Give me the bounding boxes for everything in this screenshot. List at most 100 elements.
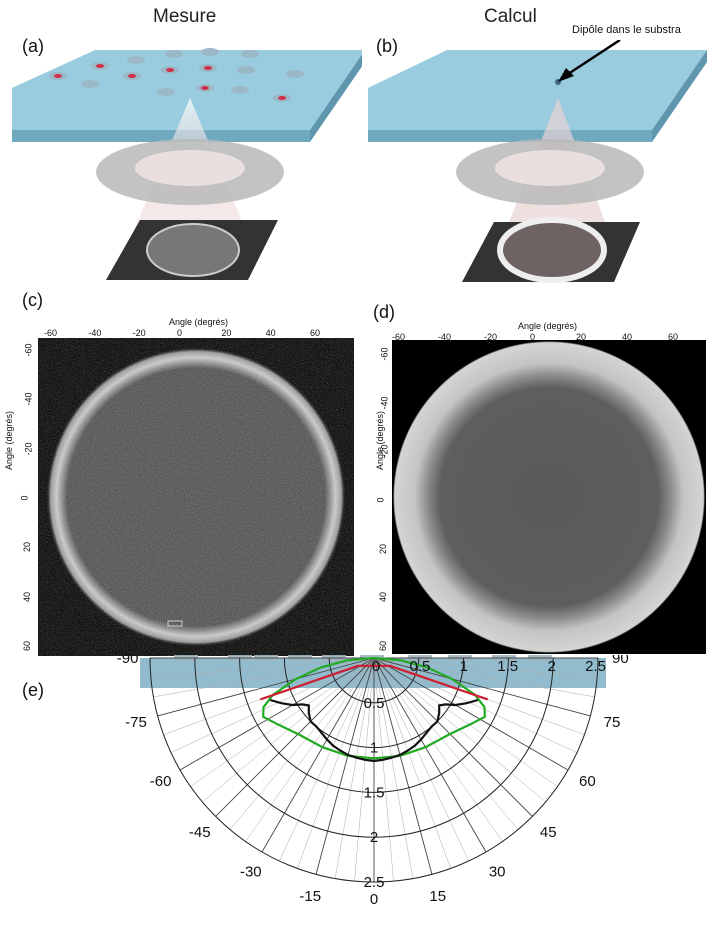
polar-spoke — [373, 657, 451, 869]
measured-image — [38, 338, 354, 656]
c-x-tick: 0 — [177, 328, 183, 338]
d-x-axis-label: Angle (degrés) — [518, 321, 578, 331]
polar-spoke — [373, 657, 503, 842]
panel-label-c: (c) — [22, 290, 43, 310]
polar-spoke — [150, 657, 375, 678]
polar-spoke — [334, 657, 375, 879]
substrate-slab — [368, 50, 707, 130]
c-y-tick: 0 — [19, 495, 30, 501]
c-x-axis-label: Angle (degrés) — [169, 317, 229, 327]
radial-tick-top: 2 — [547, 658, 555, 675]
polar-spoke — [229, 657, 375, 830]
polar-spoke — [373, 657, 578, 753]
polar-spoke — [215, 657, 375, 817]
panel-label-b: (b) — [376, 36, 398, 56]
panel-label-d: (d) — [373, 302, 395, 322]
nanoparticles — [49, 48, 304, 102]
c-y-tick: 20 — [22, 542, 33, 553]
radial-tick-top: 0.5 — [409, 658, 430, 675]
c-y-tick: 60 — [22, 640, 33, 652]
annotation-arrow — [561, 40, 621, 80]
panel-label-a: (a) — [22, 36, 44, 56]
d-y-tick: 20 — [378, 543, 389, 554]
dipole-annotation: Dipôle dans le substra — [572, 24, 681, 36]
d-y-tick: 0 — [375, 497, 386, 503]
detector-pattern — [497, 217, 607, 283]
angle-label-right: 45 — [540, 824, 557, 841]
c-x-tick: -20 — [132, 328, 146, 338]
polar-spoke — [373, 657, 469, 862]
polar-spoke — [170, 657, 375, 753]
polar-spoke — [373, 657, 433, 875]
d-x-tick: 0 — [530, 332, 536, 342]
c-y-axis-label: Angle (degrés) — [4, 410, 14, 470]
d-x-tick: -20 — [484, 332, 498, 342]
setup-illustration-b — [368, 40, 707, 283]
d-y-tick: -20 — [379, 444, 390, 458]
angle-label-left: -90 — [117, 655, 139, 667]
d-x-tick: 20 — [576, 332, 587, 342]
polar-spoke — [373, 657, 487, 853]
angle-label-left: -60 — [150, 773, 172, 790]
setup-illustration-a — [12, 48, 362, 280]
c-y-tick: -60 — [23, 343, 34, 357]
polar-spoke — [179, 657, 375, 771]
substrate-edge — [368, 130, 652, 142]
angle-label-left: -30 — [240, 863, 262, 880]
d-x-tick: 60 — [668, 332, 679, 342]
polar-spoke — [157, 657, 375, 717]
polar-spoke — [373, 657, 414, 879]
substrate-slab — [12, 50, 362, 130]
title-calcul: Calcul — [484, 6, 537, 27]
radial-tick-center: 2 — [370, 829, 378, 846]
c-y-tick: -40 — [23, 392, 34, 406]
polar-spoke — [190, 657, 375, 787]
title-mesure: Mesure — [153, 6, 217, 27]
radial-tick-top: 1.5 — [497, 658, 518, 675]
polar-spoke — [373, 657, 558, 787]
polar-spoke — [245, 657, 375, 842]
d-x-tick: 40 — [622, 332, 633, 342]
angle-label-right: 75 — [604, 714, 621, 731]
polar-spoke — [373, 657, 598, 678]
d-x-tick: -40 — [438, 332, 452, 342]
series-black — [269, 698, 479, 763]
radial-tick-center: 1 — [370, 740, 378, 757]
radial-tick-center: 2.5 — [364, 874, 385, 891]
polar-spoke — [373, 657, 595, 698]
c-y-tick: 40 — [22, 591, 33, 602]
c-x-tick: 60 — [310, 328, 321, 338]
polar-ring — [328, 657, 420, 704]
polar-ring — [149, 657, 599, 883]
angle-label-right: 90 — [612, 655, 629, 667]
c-x-tick: 40 — [265, 328, 276, 338]
polar-spoke — [373, 657, 569, 771]
radial-tick-top: 0 — [372, 658, 380, 675]
polar-spoke — [297, 657, 375, 869]
angle-label-left: -75 — [125, 714, 147, 731]
d-y-tick: -60 — [379, 347, 390, 361]
series-green — [262, 656, 486, 760]
angle-label-left: -15 — [299, 888, 321, 905]
radial-tick-top: 2.5 — [585, 658, 606, 675]
polar-spoke — [373, 657, 519, 830]
angle-label-right: 60 — [579, 773, 596, 790]
polar-ring — [194, 657, 554, 838]
d-x-tick: -60 — [392, 332, 406, 342]
polar-spoke — [373, 657, 394, 882]
radial-tick-center: 0.5 — [364, 695, 385, 712]
polar-spoke — [261, 657, 375, 853]
d-y-tick: 40 — [378, 592, 389, 603]
angle-label-bottom: 0 — [370, 891, 378, 908]
c-x-tick: -40 — [88, 328, 102, 338]
radial-tick-top: 1 — [460, 658, 468, 675]
polar-spoke — [153, 657, 375, 698]
polar-ring — [283, 657, 465, 749]
series-red — [259, 664, 489, 701]
angle-label-right: 15 — [429, 888, 446, 905]
d-y-tick: 60 — [378, 640, 389, 652]
polar-ring — [239, 657, 509, 793]
d-y-axis-label: Angle (degrés) — [375, 410, 385, 470]
angle-label-left: -45 — [189, 824, 211, 841]
